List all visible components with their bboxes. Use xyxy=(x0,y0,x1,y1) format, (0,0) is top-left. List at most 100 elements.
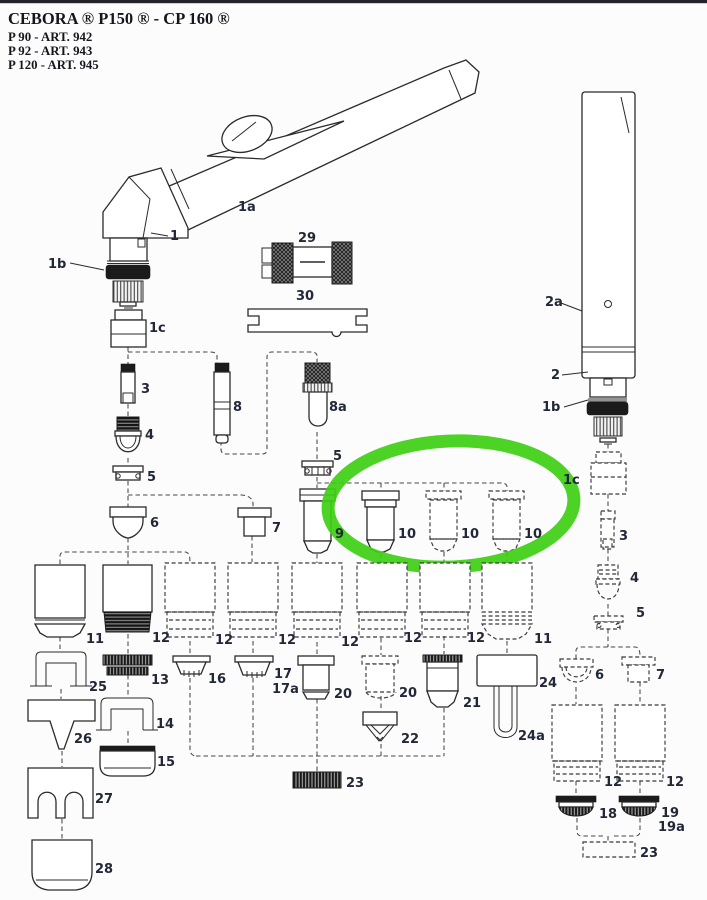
label-15: 15 xyxy=(157,755,175,770)
label-26: 26 xyxy=(74,732,92,747)
label-8: 8 xyxy=(233,400,242,415)
ring-23 xyxy=(292,771,342,789)
label-1c-right: 1c xyxy=(563,473,580,488)
label-9: 9 xyxy=(335,527,344,542)
label-12-5: 12 xyxy=(404,631,422,646)
shield-cups-row xyxy=(33,562,534,640)
nozzle-10-dashed-1 xyxy=(425,490,462,500)
swirl-ring-5 xyxy=(112,465,144,473)
cup-12-dashed-group xyxy=(164,562,471,638)
nozzle-6 xyxy=(109,506,147,518)
label-5-right: 5 xyxy=(636,606,645,621)
wrench-30 xyxy=(247,308,368,338)
label-23: 23 xyxy=(346,776,364,791)
label-10-1: 10 xyxy=(398,527,416,542)
diffuser-4 xyxy=(116,416,140,432)
label-2a: 2a xyxy=(545,295,563,310)
torch-assembly-1a xyxy=(69,59,480,309)
right-parts-column xyxy=(551,451,666,858)
label-10-2: 10 xyxy=(461,527,479,542)
tip-18 xyxy=(555,795,597,803)
label-14: 14 xyxy=(156,717,174,732)
electrode-3-right xyxy=(600,510,616,520)
tip-16 xyxy=(172,655,211,663)
cup-12-right-2 xyxy=(614,704,666,762)
label-29: 29 xyxy=(298,231,316,246)
label-1b-right: 1b xyxy=(542,400,560,415)
tool-24a xyxy=(493,686,518,738)
nozzle-10-dashed-2 xyxy=(488,490,525,500)
connector-29 xyxy=(261,241,353,285)
label-27: 27 xyxy=(95,792,113,807)
label-11: 11 xyxy=(86,632,104,647)
trigger-guard xyxy=(221,114,273,154)
label-11-dashed: 11 xyxy=(534,632,552,647)
label-12-right-2: 12 xyxy=(666,775,684,790)
bottom-left-parts xyxy=(27,651,158,891)
label-16: 16 xyxy=(208,672,226,687)
nozzle-7-right xyxy=(621,656,656,666)
label-20-1: 20 xyxy=(334,687,352,702)
label-1b: 1b xyxy=(48,257,66,272)
label-12-3: 12 xyxy=(278,633,296,648)
ring-13 xyxy=(102,654,153,666)
label-7: 7 xyxy=(272,521,281,536)
label-4: 4 xyxy=(145,428,154,443)
label-6: 6 xyxy=(150,516,159,531)
label-19a: 19a xyxy=(658,820,685,835)
model-line-2: P 92 - ART. 943 xyxy=(8,44,92,58)
nozzle-6-right xyxy=(559,658,594,668)
label-1c: 1c xyxy=(149,321,166,336)
torch-button xyxy=(604,300,612,308)
cup-11-dashed xyxy=(481,562,533,613)
label-8a: 8a xyxy=(329,400,347,415)
label-4-right: 4 xyxy=(630,571,639,586)
label-20-2: 20 xyxy=(399,686,417,701)
cap-1c-right xyxy=(595,451,622,464)
label-6-right: 6 xyxy=(595,668,604,683)
cup-20-solid xyxy=(297,655,335,666)
label-12-4: 12 xyxy=(341,635,359,650)
left-parts-column xyxy=(109,309,147,539)
cup-12-solid xyxy=(102,564,153,613)
swirl-ring-5-center xyxy=(301,460,334,468)
nozzle-7 xyxy=(237,507,272,518)
label-30: 30 xyxy=(296,289,314,304)
highlighted-nozzles-10 xyxy=(361,490,525,553)
electrode-3 xyxy=(120,363,136,373)
part-labels: 1 1a 1b 1c 3 4 5 6 29 30 8 8a 5 7 9 10 1… xyxy=(48,200,685,877)
cap-1c xyxy=(114,309,143,321)
label-12-6: 12 xyxy=(467,631,485,646)
guide-27 xyxy=(27,767,94,819)
consumables-row xyxy=(102,654,538,789)
label-1a: 1a xyxy=(238,200,256,215)
nozzle-10-solid xyxy=(361,490,400,501)
label-12-1: 12 xyxy=(152,631,170,646)
label-24: 24 xyxy=(539,676,557,691)
label-12-2: 12 xyxy=(215,633,233,648)
spacer-14 xyxy=(100,697,154,730)
model-line-3: P 120 - ART. 945 xyxy=(8,58,99,72)
label-3: 3 xyxy=(141,382,150,397)
page-title: CEBORA ® P150 ® - CP 160 ® xyxy=(8,9,230,28)
label-17a: 17a xyxy=(272,682,299,697)
swirl-ring-5-right xyxy=(593,615,624,623)
label-5-center: 5 xyxy=(333,449,342,464)
electrode-8a xyxy=(304,362,331,384)
retaining-ring-1b-right xyxy=(586,401,629,416)
label-1: 1 xyxy=(170,229,179,244)
label-25: 25 xyxy=(89,680,107,695)
ring-23-right xyxy=(582,841,636,858)
nozzle-21 xyxy=(422,654,463,663)
cup-28 xyxy=(31,839,93,891)
spring-22 xyxy=(362,711,398,726)
title-block: CEBORA ® P150 ® - CP 160 ® P 90 - ART. 9… xyxy=(8,9,230,72)
tool-24 xyxy=(476,654,538,687)
electrode-8 xyxy=(214,362,230,373)
label-19: 19 xyxy=(661,806,679,821)
label-24a: 24a xyxy=(518,729,545,744)
diffuser-4-right xyxy=(597,564,619,580)
label-18: 18 xyxy=(599,807,617,822)
